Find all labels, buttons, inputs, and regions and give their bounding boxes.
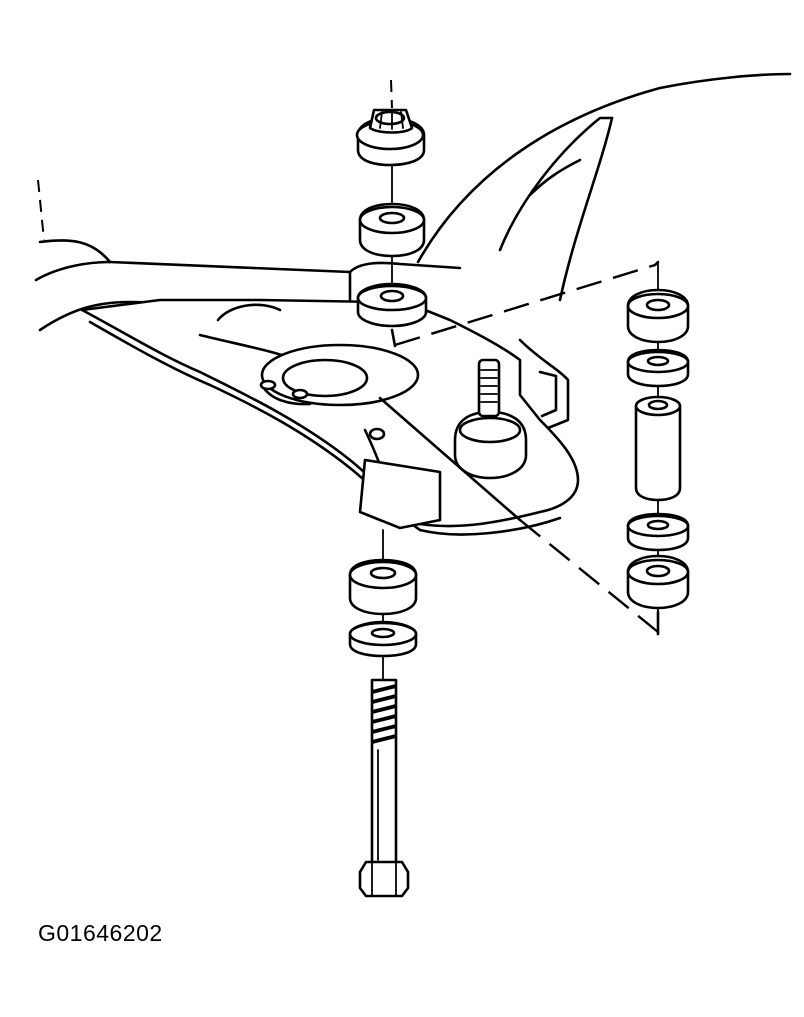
ball-joint [455, 340, 568, 478]
link-lower-washer [628, 514, 688, 550]
link-upper-washer [628, 350, 688, 386]
lower-washer [350, 622, 416, 656]
callout-leader-lines [380, 262, 658, 634]
link-upper-bushing [628, 290, 688, 342]
lower-control-arm [82, 300, 578, 534]
bolt-threads [372, 684, 396, 744]
top-nut [357, 110, 424, 165]
frame-background-outline [36, 74, 790, 330]
upper-bushing [360, 204, 424, 256]
bolt [360, 680, 408, 896]
figure-id-label: G01646202 [38, 920, 163, 946]
upper-washer [358, 284, 426, 326]
lower-bushing [350, 560, 416, 614]
link-spacer-sleeve [636, 397, 680, 500]
link-lower-bushing [628, 556, 688, 608]
